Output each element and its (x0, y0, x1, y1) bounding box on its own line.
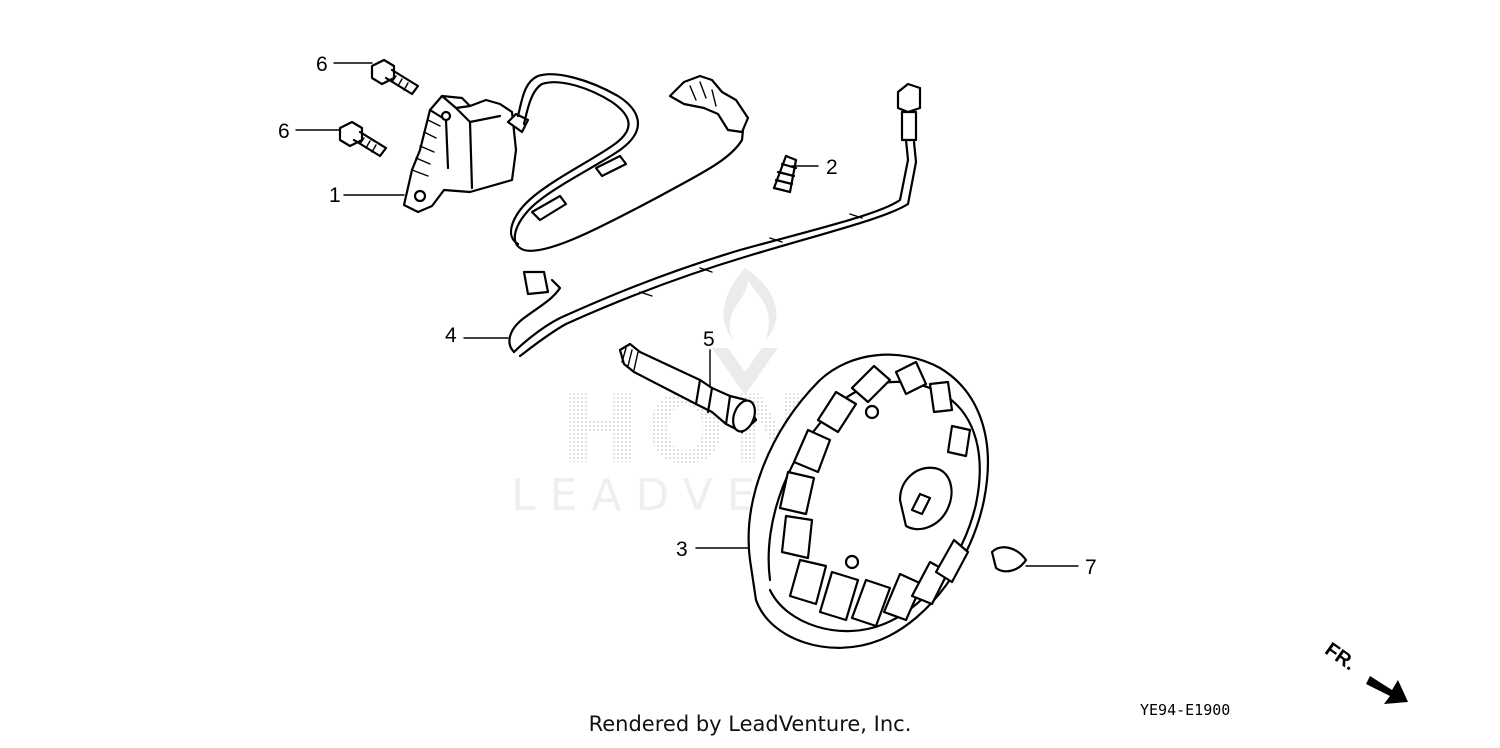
callout-3: 3 (676, 538, 688, 561)
front-direction-indicator: FR. (1321, 639, 1408, 704)
watermark-flame-logo (712, 268, 778, 395)
credit-text: Rendered by LeadVenture, Inc. (588, 712, 912, 736)
woodruff-key-part-7 (990, 546, 1028, 573)
diagram-code: YE94-E1900 (1140, 701, 1230, 719)
bolt-part-6-lower (338, 120, 388, 158)
callout-1: 1 (329, 184, 341, 207)
flywheel-fins (778, 360, 972, 628)
spring-part-2 (772, 154, 798, 194)
direction-label: FR. (1321, 639, 1360, 676)
arrow-icon (1366, 676, 1408, 704)
shaft-part-5 (618, 342, 758, 434)
leader-lines (295, 62, 1079, 567)
stop-switch-wire-part-4 (508, 82, 922, 358)
bolt-part-6-upper (370, 58, 420, 96)
ignition-coil-part-1 (402, 94, 518, 214)
flywheel-part-3 (747, 353, 989, 649)
high-tension-lead (506, 73, 750, 252)
callout-6-lower: 6 (278, 120, 290, 143)
callout-6-upper: 6 (316, 53, 328, 76)
callout-2: 2 (826, 156, 838, 179)
callout-5: 5 (703, 328, 715, 351)
callout-7: 7 (1085, 556, 1097, 579)
callout-4: 4 (445, 324, 457, 347)
